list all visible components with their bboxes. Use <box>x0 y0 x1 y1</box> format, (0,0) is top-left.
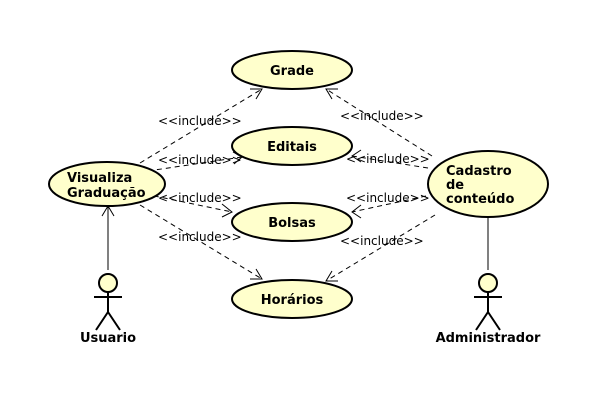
arrowhead-usuario <box>101 205 115 217</box>
edge-cadastro-grade <box>325 88 433 157</box>
include-label-bolsas-left: <<include>> <box>158 191 242 205</box>
use-case-bolsas-label: Bolsas <box>268 216 316 231</box>
actor-administrador-head <box>478 273 498 293</box>
actor-usuario-label: Usuario <box>80 331 136 346</box>
use-case-visualiza-graduacao[interactable]: Visualiza Graduação <box>48 161 166 207</box>
edge-visualiza-horarios <box>139 204 263 280</box>
use-case-visualiza-line1: Visualiza <box>67 171 132 186</box>
use-case-bolsas[interactable]: Bolsas <box>231 202 353 242</box>
edge-cadastro-bolsas <box>351 195 427 213</box>
include-label-editais-right: <<include>> <box>346 152 430 166</box>
association-usuario <box>101 205 115 270</box>
use-case-horarios[interactable]: Horários <box>231 279 353 319</box>
include-label-horarios-left: <<include>> <box>158 230 242 244</box>
use-case-editais-label: Editais <box>267 140 317 155</box>
actor-administrador[interactable]: Administrador <box>436 273 541 346</box>
arrowhead-horarios-left <box>250 268 263 280</box>
include-label-horarios-right: <<include>> <box>340 234 424 248</box>
include-edges <box>139 88 436 282</box>
actor-usuario-head <box>98 273 118 293</box>
include-label-editais-left: <<include>> <box>158 153 242 167</box>
use-case-editais[interactable]: Editais <box>231 126 353 166</box>
arrowhead-grade-left <box>250 88 263 100</box>
edge-cadastro-horarios <box>325 214 436 282</box>
edge-cadastro-editais <box>351 155 429 169</box>
use-case-grade[interactable]: Grade <box>231 50 353 90</box>
actor-usuario[interactable]: Usuario <box>80 273 136 346</box>
actor-administrador-label: Administrador <box>436 331 541 346</box>
use-case-cadastro-line1: Cadastro <box>446 164 512 179</box>
edge-visualiza-grade <box>139 88 263 164</box>
stereotype-labels: <<include>> <<include>> <<include>> <<in… <box>158 109 430 248</box>
use-case-horarios-label: Horários <box>261 293 324 308</box>
use-case-grade-label: Grade <box>270 64 314 79</box>
edge-visualiza-editais <box>147 156 243 172</box>
use-case-visualiza-line2: Graduação <box>67 186 146 201</box>
use-case-cadastro-line3: conteúdo <box>446 192 514 207</box>
arrowhead-editais-right <box>351 149 362 163</box>
use-case-cadastro-de-conteudo[interactable]: Cadastro de conteúdo <box>427 150 549 218</box>
arrowhead-horarios-right <box>325 270 338 282</box>
use-case-cadastro-line2: de <box>446 178 464 193</box>
include-label-grade-left: <<include>> <box>158 114 242 128</box>
arrowhead-bolsas-right <box>351 204 362 219</box>
include-label-grade-right: <<include>> <box>340 109 424 123</box>
arrowhead-grade-right <box>325 88 338 100</box>
arrowhead-bolsas-left <box>221 203 233 218</box>
include-label-bolsas-right: <<include>> <box>346 191 430 205</box>
edge-visualiza-bolsas <box>144 193 233 213</box>
